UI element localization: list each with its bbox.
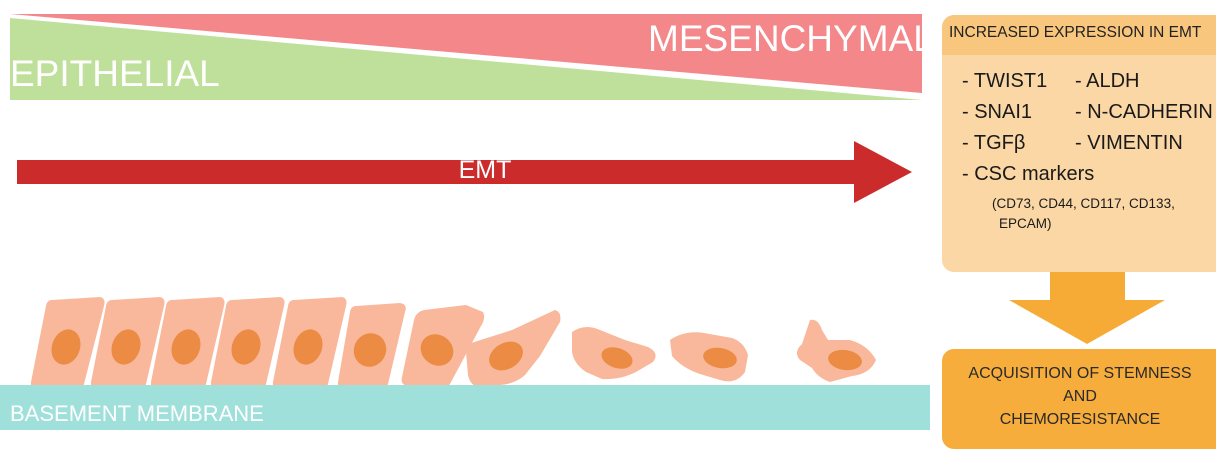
marker-aldh: - ALDH bbox=[1075, 70, 1139, 93]
cell-row bbox=[31, 297, 876, 391]
outcome-line3: CHEMORESISTANCE bbox=[942, 411, 1216, 429]
outcome-line1: ACQUISITION OF STEMNESS bbox=[942, 365, 1216, 383]
cell-mesenchymal-3 bbox=[797, 320, 876, 382]
csc-list-line2: EPCAM) bbox=[999, 216, 1052, 231]
csc-list-line1: (CD73, CD44, CD117, CD133, bbox=[992, 196, 1175, 211]
marker-vimentin: - VIMENTIN bbox=[1075, 132, 1183, 155]
cell-mesenchymal-1 bbox=[572, 327, 656, 379]
cell-epithelial-5 bbox=[273, 297, 347, 391]
mesenchymal-label: MESENCHYMAL bbox=[648, 18, 920, 60]
marker-snai1: - SNAI1 bbox=[962, 101, 1032, 124]
outcome-line2: AND bbox=[942, 388, 1216, 406]
epithelial-label: EPITHELIAL bbox=[10, 53, 220, 95]
cell-epithelial-6 bbox=[338, 303, 406, 391]
emt-label: EMT bbox=[445, 156, 525, 185]
expression-panel-title: INCREASED EXPRESSION IN EMT bbox=[949, 24, 1201, 42]
marker-csc: - CSC markers bbox=[962, 163, 1094, 186]
outcome-box: ACQUISITION OF STEMNESS AND CHEMORESISTA… bbox=[942, 349, 1216, 449]
marker-tgfb: - TGFβ bbox=[962, 132, 1025, 155]
cell-mesenchymal-2 bbox=[670, 332, 748, 381]
marker-n-cadherin: - N-CADHERIN bbox=[1075, 101, 1213, 124]
marker-twist1: - TWIST1 bbox=[962, 70, 1047, 93]
expression-panel: INCREASED EXPRESSION IN EMT - TWIST1 - S… bbox=[942, 15, 1216, 272]
basement-membrane-label: BASEMENT MEMBRANE bbox=[10, 401, 264, 427]
